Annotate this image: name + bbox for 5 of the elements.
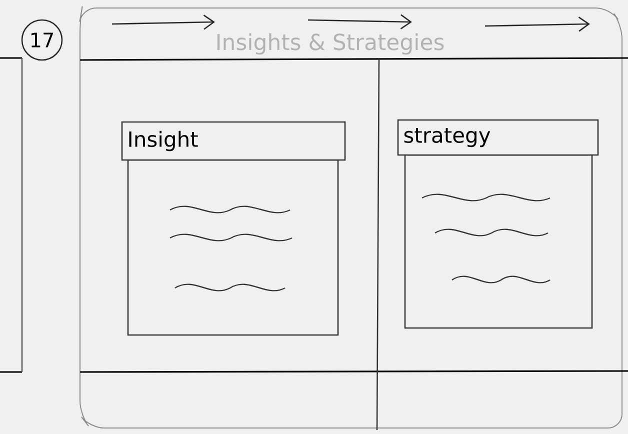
node-label: strategy bbox=[404, 128, 490, 148]
title: Insights & Strategies bbox=[217, 33, 444, 55]
strategy-card: strategy bbox=[397, 119, 599, 329]
node-label: Insight bbox=[129, 130, 198, 152]
insight-card: Insight bbox=[121, 121, 346, 336]
